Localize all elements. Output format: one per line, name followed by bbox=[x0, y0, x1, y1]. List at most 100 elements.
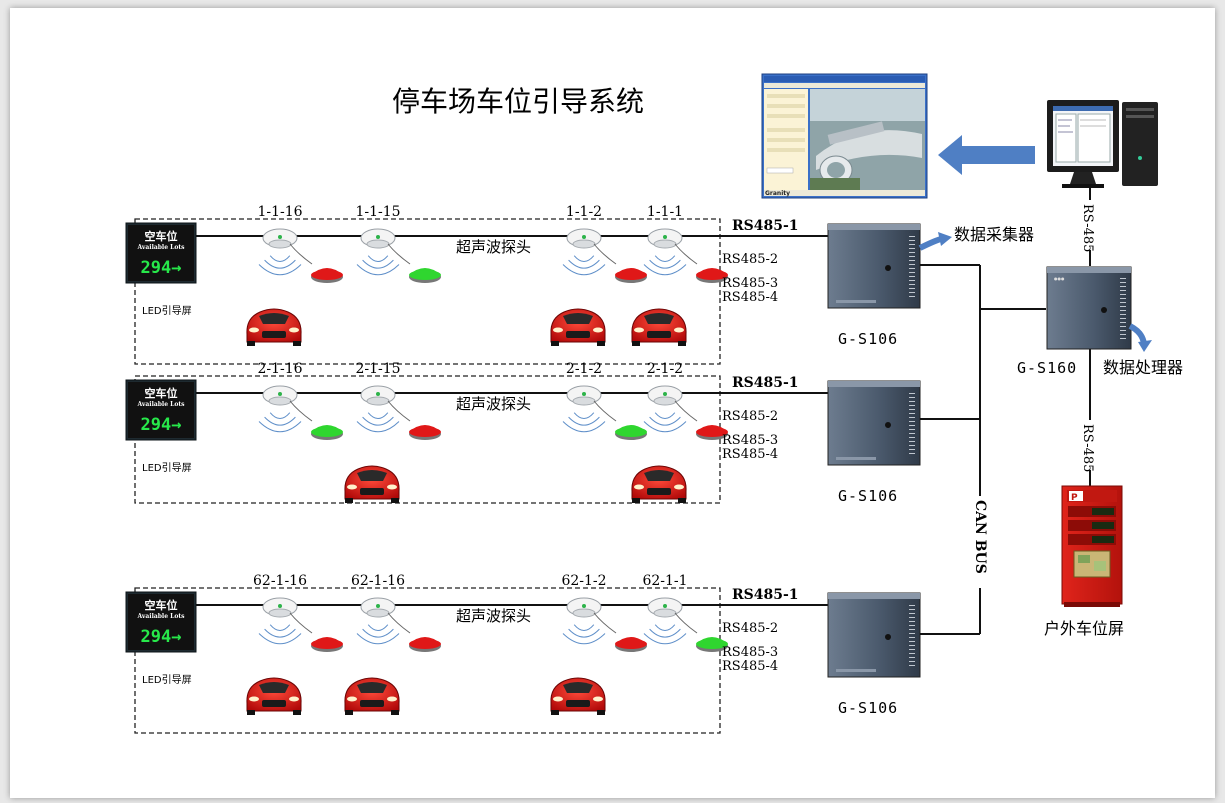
occupied-car bbox=[631, 465, 687, 503]
car-grille bbox=[360, 700, 384, 707]
sensor-status-dot bbox=[582, 604, 586, 608]
ultrasonic-sensor: 2-1-2 bbox=[562, 361, 647, 440]
sensor-id: 1-1-2 bbox=[566, 204, 602, 220]
car-windshield bbox=[563, 313, 593, 324]
ultrasonic-wave bbox=[562, 421, 606, 433]
collector-model: G-S106 bbox=[838, 487, 898, 505]
sensor-status-dot bbox=[376, 235, 380, 239]
led-line2: Available Lots bbox=[137, 613, 186, 620]
ultrasonic-wave bbox=[264, 259, 296, 269]
ultrasonic-sensor: 62-1-1 bbox=[642, 573, 728, 652]
sensor-base bbox=[653, 239, 677, 249]
occupied-car bbox=[344, 465, 400, 503]
car-windshield bbox=[563, 682, 593, 693]
ultrasonic-wave bbox=[562, 633, 606, 645]
sensor-base bbox=[572, 239, 596, 249]
indicator-lamp-top bbox=[696, 427, 728, 437]
ultrasonic-wave bbox=[367, 412, 389, 420]
car-wheel bbox=[345, 710, 353, 715]
led-caption: LED引导屏 bbox=[142, 305, 192, 317]
sensor-base bbox=[366, 239, 390, 249]
led-caption: LED引导屏 bbox=[142, 462, 192, 474]
car-headlight bbox=[634, 484, 644, 490]
sensor-id: 2-1-15 bbox=[355, 361, 400, 377]
sensor-base bbox=[572, 396, 596, 406]
rs485-4-label: RS485-4 bbox=[722, 290, 778, 305]
car-wheel bbox=[293, 341, 301, 346]
cabinet-plate bbox=[836, 300, 876, 303]
car-headlight bbox=[553, 327, 563, 333]
ultrasonic-wave bbox=[258, 633, 302, 645]
ultrasonic-wave bbox=[264, 416, 296, 426]
car-headlight bbox=[674, 484, 684, 490]
sensor-id: 2-1-2 bbox=[566, 361, 602, 377]
cabinet-body bbox=[827, 380, 921, 466]
indicator-lamp-top bbox=[615, 427, 647, 437]
car-headlight bbox=[593, 327, 603, 333]
car-wheel bbox=[632, 498, 640, 503]
cabinet-body bbox=[827, 223, 921, 309]
car-headlight bbox=[347, 484, 357, 490]
collector-model: G-S106 bbox=[838, 699, 898, 717]
indicator-lamp-top bbox=[409, 639, 441, 649]
processor-model: G-S160 bbox=[1017, 359, 1077, 377]
can-bus-label: CAN BUS bbox=[972, 500, 988, 574]
ultrasonic-wave bbox=[649, 628, 681, 638]
car-headlight bbox=[289, 696, 299, 702]
sensor-status-dot bbox=[278, 235, 282, 239]
car-wheel bbox=[597, 710, 605, 715]
car-wheel bbox=[247, 710, 255, 715]
ultrasonic-wave bbox=[654, 412, 676, 420]
indicator-cable bbox=[289, 243, 313, 265]
car-wheel bbox=[551, 341, 559, 346]
ultrasonic-sensor: 2-1-15 bbox=[344, 361, 441, 503]
collector-model: G-S106 bbox=[838, 330, 898, 348]
sensor-base bbox=[653, 608, 677, 618]
occupied-car bbox=[246, 308, 302, 346]
ultrasonic-wave bbox=[362, 628, 394, 638]
cabinet-top bbox=[828, 224, 920, 230]
indicator-cable bbox=[593, 612, 617, 634]
software-brand: Granity bbox=[765, 190, 790, 197]
car-grille bbox=[262, 331, 286, 338]
car-windshield bbox=[259, 682, 289, 693]
car-grille bbox=[360, 488, 384, 495]
collector-arrow-head bbox=[938, 232, 952, 246]
sensor-base bbox=[572, 608, 596, 618]
ultrasonic-wave bbox=[568, 259, 600, 269]
occupied-car bbox=[631, 308, 687, 346]
ultrasonic-wave bbox=[356, 633, 400, 645]
cabinet-body bbox=[827, 592, 921, 678]
cabinet-top bbox=[828, 593, 920, 599]
sensor-id: 62-1-16 bbox=[253, 573, 307, 589]
collector-cabinet bbox=[827, 223, 921, 309]
car-grille bbox=[262, 700, 286, 707]
led-line2: Available Lots bbox=[137, 244, 186, 251]
indicator-cable bbox=[674, 243, 698, 265]
indicator-cable bbox=[593, 400, 617, 422]
cabinet-lock bbox=[885, 634, 891, 640]
car-headlight bbox=[674, 327, 684, 333]
ultrasonic-sensor: 62-1-16 bbox=[246, 573, 343, 715]
led-caption: LED引导屏 bbox=[142, 674, 192, 686]
ultrasonic-wave bbox=[269, 412, 291, 420]
car-windshield bbox=[357, 682, 387, 693]
ultrasonic-wave bbox=[258, 264, 302, 276]
indicator-lamp-top bbox=[311, 270, 343, 280]
ultrasonic-sensor: 1-1-15 bbox=[355, 204, 441, 283]
led-line1: 空车位 bbox=[145, 598, 178, 612]
sensor-status-dot bbox=[278, 604, 282, 608]
led-line1: 空车位 bbox=[145, 229, 178, 243]
sensor-base bbox=[268, 396, 292, 406]
sensor-status-dot bbox=[663, 392, 667, 396]
ultrasonic-wave bbox=[264, 628, 296, 638]
ultrasonic-sensor: 1-1-1 bbox=[631, 204, 728, 346]
car-headlight bbox=[347, 696, 357, 702]
car-windshield bbox=[259, 313, 289, 324]
sensor-type-label: 超声波探头 bbox=[456, 607, 531, 625]
indicator-cable bbox=[387, 400, 411, 422]
processor-label: 数据处理器 bbox=[1103, 358, 1183, 377]
